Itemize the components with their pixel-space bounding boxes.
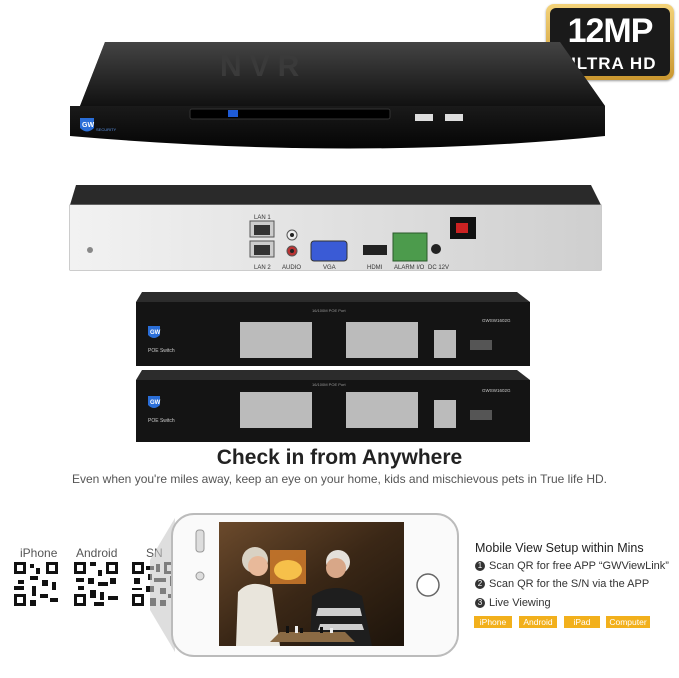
resolution-badge: 12MP ULTRA HD [546,4,674,80]
subline: Even when you're miles away, keep an eye… [71,472,607,486]
platform-tag-ipad: iPad [564,616,600,628]
poe-portlabel-2: 16/100M POE Port [312,382,346,387]
rear-lan1-label: LAN 1 [254,215,271,221]
poe-logo-icon-1: GW [148,326,161,338]
rear-audio-label: AUDIO [282,265,301,271]
rear-hdmi-label: HDMI [367,265,383,271]
setup-step-2: 2 Scan QR for the S/N via the APP [475,578,649,590]
poe-logo-icon-2: GW [148,396,161,408]
step-3-number: 3 [475,598,485,608]
svg-text:GW: GW [150,400,161,406]
qr-label-iphone: iPhone [20,546,58,560]
setup-step-3: 3 Live Viewing [475,597,551,609]
step-1-number: 1 [475,561,485,571]
front-security-text: SECURITY [96,127,117,132]
badge-resolution: 12MP [567,12,654,50]
step-2-number: 2 [475,579,485,589]
poe-model-1: GWSW1602G [482,318,511,323]
qr-code-android[interactable] [72,560,120,608]
nvr-front-image: NVR GW SECURITY [70,42,605,149]
platform-tag-android: Android [519,616,557,628]
rear-alarm-label: ALARM I/O [394,265,425,271]
rear-lan2-label: LAN 2 [254,265,271,271]
poe-portlabel-1: 16/100M POE Port [312,308,346,313]
platform-tag-iphone: iPhone [474,616,512,628]
nvr-rear-image: LAN 1 LAN 2 AUDIO VGA HDMI ALARM I/O DC … [69,185,602,271]
qr-label-android: Android [76,546,118,560]
svg-text:GW: GW [82,122,94,129]
svg-text:NVR: NVR [220,50,307,83]
poe-label-1: POE Switch [148,348,175,354]
rear-vga-label: VGA [323,265,336,271]
phone-image [150,513,459,657]
step-2-text: Scan QR for the S/N via the APP [489,578,650,590]
mobile-setup-title: Mobile View Setup within Mins [475,541,644,555]
platform-tag-computer: Computer [606,616,650,628]
headline: Check in from Anywhere [216,446,463,469]
poe-label-2: POE Switch [148,418,175,424]
poe-switches-image: GW POE Switch GWSW1602G 16/100M POE Port… [136,292,530,442]
setup-step-1: 1 Scan QR for free APP “GWViewLink” [475,560,669,572]
poe-model-2: GWSW1602G [482,388,511,393]
step-3-text: Live Viewing [489,597,551,609]
qr-code-iphone[interactable] [12,560,60,608]
rear-dc-label: DC 12V [428,265,449,271]
step-1-text: Scan QR for free APP “GWViewLink” [489,560,669,572]
gw-logo-icon: GW [80,118,94,132]
badge-subtitle: ULTRA HD [563,54,657,73]
svg-text:GW: GW [150,330,161,336]
